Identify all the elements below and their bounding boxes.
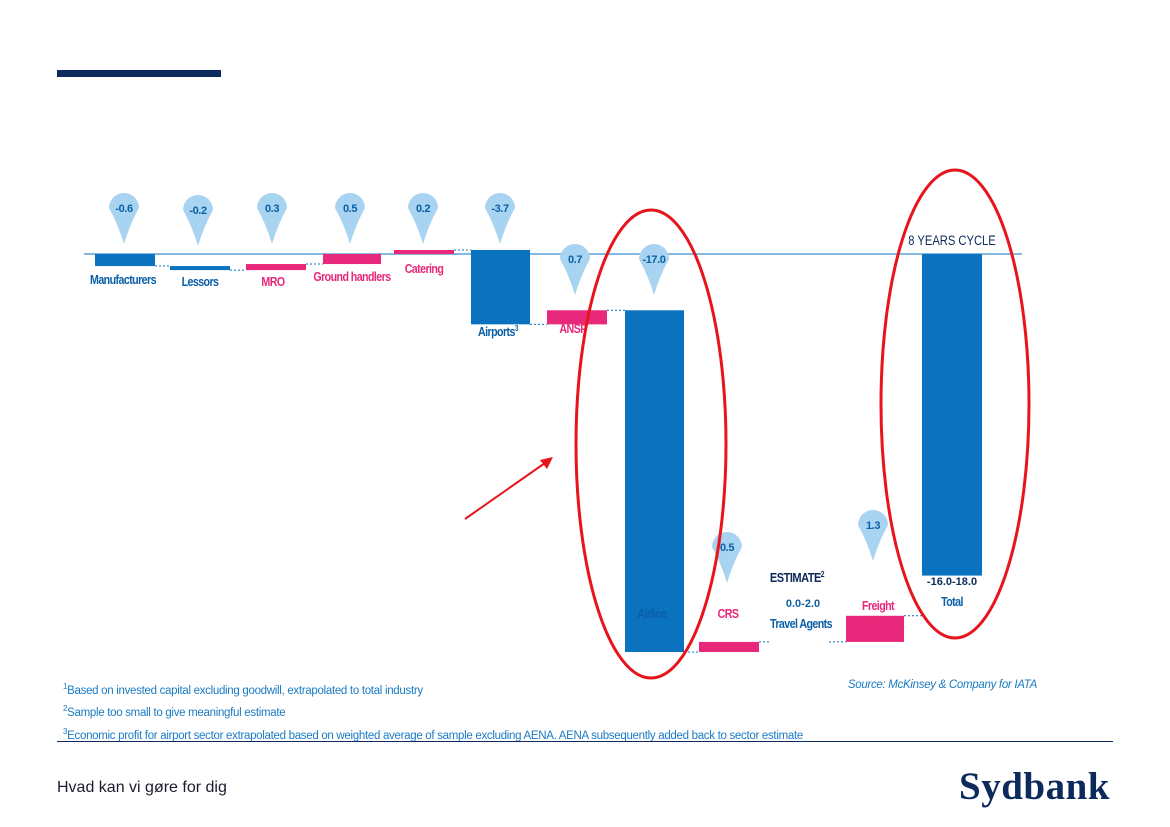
bar-4-value-label: 0.2: [416, 203, 430, 215]
tagline: Hvad kan vi gøre for dig: [57, 779, 227, 796]
footnote-3: 3Economic profit for airport sector extr…: [63, 726, 803, 742]
footnote-2: 2Sample too small to give meaningful est…: [63, 704, 286, 720]
bar-5-value-label: -3.7: [491, 203, 509, 215]
label-11: Total: [941, 594, 963, 609]
travel-agents-range: 0.0-2.0: [786, 598, 820, 610]
bar-lessors: [170, 266, 230, 271]
bar-6-bubble: [560, 244, 590, 295]
footer-divider: [57, 741, 1113, 742]
bar-2-bubble: [257, 193, 287, 244]
bar-0-marker: -0.6: [109, 193, 139, 244]
bar-10-bubble: [858, 510, 888, 561]
estimate-label: ESTIMATE2: [770, 569, 825, 585]
bar-ground-handlers: [323, 254, 381, 265]
bar-total: [922, 254, 982, 576]
sydbank-logo: Sydbank: [959, 765, 1110, 808]
bar-manufacturers: [95, 254, 155, 267]
bar-ansp: [547, 310, 607, 325]
label-5-sup: 3: [515, 323, 519, 333]
bar-1-marker: -0.2: [183, 195, 213, 246]
label-0: Manufacturers: [90, 272, 157, 287]
label-2: MRO: [261, 274, 284, 289]
label-5: Airports3: [478, 323, 518, 339]
label-travel-agents: Travel Agents: [770, 616, 833, 631]
bar-0-value-label: -0.6: [115, 203, 133, 215]
waterfall-chart: -0.6 -0.2 0.3 0.5 0.2 -3.7 0.7 -17.0 0.5 1.3 Manuf…: [84, 168, 1031, 680]
total-value-label: -16.0-18.0: [927, 576, 977, 588]
bar-2-value-label: 0.3: [265, 203, 279, 215]
footnotes: 1Based on invested capital excluding goo…: [63, 678, 823, 745]
bar-10-value-label: 1.3: [866, 520, 880, 532]
label-1: Lessors: [182, 274, 220, 289]
bar-0-bubble: [109, 193, 139, 244]
source-note: Source: McKinsey & Company for IATA: [847, 679, 1037, 691]
bar-4-bubble: [408, 193, 438, 244]
bar-7-value-label: -17.0: [642, 254, 665, 266]
highlight-ellipse-total: [879, 168, 1031, 640]
bar-4-marker: 0.2: [408, 193, 438, 244]
bar-3-value-label: 0.5: [343, 203, 357, 215]
label-8: CRS: [718, 606, 739, 621]
bar-airports: [471, 249, 530, 325]
highlight-arrow-shaft: [464, 462, 546, 520]
highlight-ellipse-airline: [574, 208, 728, 680]
label-6: ANSP: [559, 321, 587, 336]
bar-1-value-label: -0.2: [189, 205, 207, 217]
bar-catering: [394, 249, 454, 254]
bar-7-marker: -17.0: [639, 244, 669, 295]
label-4: Catering: [405, 261, 444, 276]
bar-6-marker: 0.7: [560, 244, 590, 295]
bar-8-value-label: 0.5: [720, 542, 734, 554]
bar-airline: [625, 310, 684, 652]
bar-2-marker: 0.3: [257, 193, 287, 244]
bar-freight-forwarders: [846, 615, 904, 642]
bar-3-marker: 0.5: [335, 193, 365, 244]
bar-5-marker: -3.7: [485, 193, 515, 244]
estimate-sup: 2: [821, 569, 825, 579]
bar-crs: [699, 641, 759, 652]
bar-1-bubble: [183, 195, 213, 246]
cycle-annotation: 8 YEARS CYCLE: [908, 233, 995, 248]
highlight-arrow-head: [540, 457, 553, 469]
top-accent-rule: [57, 70, 221, 77]
label-3: Ground handlers: [313, 269, 391, 284]
label-freight-line2: Forwarders: [852, 617, 905, 632]
bar-5-bubble: [485, 193, 515, 244]
footnote-1: 1Based on invested capital excluding goo…: [63, 682, 423, 697]
bar-6-value-label: 0.7: [568, 254, 582, 266]
bar-7-bubble: [639, 244, 669, 295]
bar-10-marker: 1.3: [858, 510, 888, 561]
label-7: Airline: [637, 606, 667, 621]
label-freight-line1: Freight: [862, 598, 895, 613]
bar-3-bubble: [335, 193, 365, 244]
bar-mro: [246, 264, 306, 271]
